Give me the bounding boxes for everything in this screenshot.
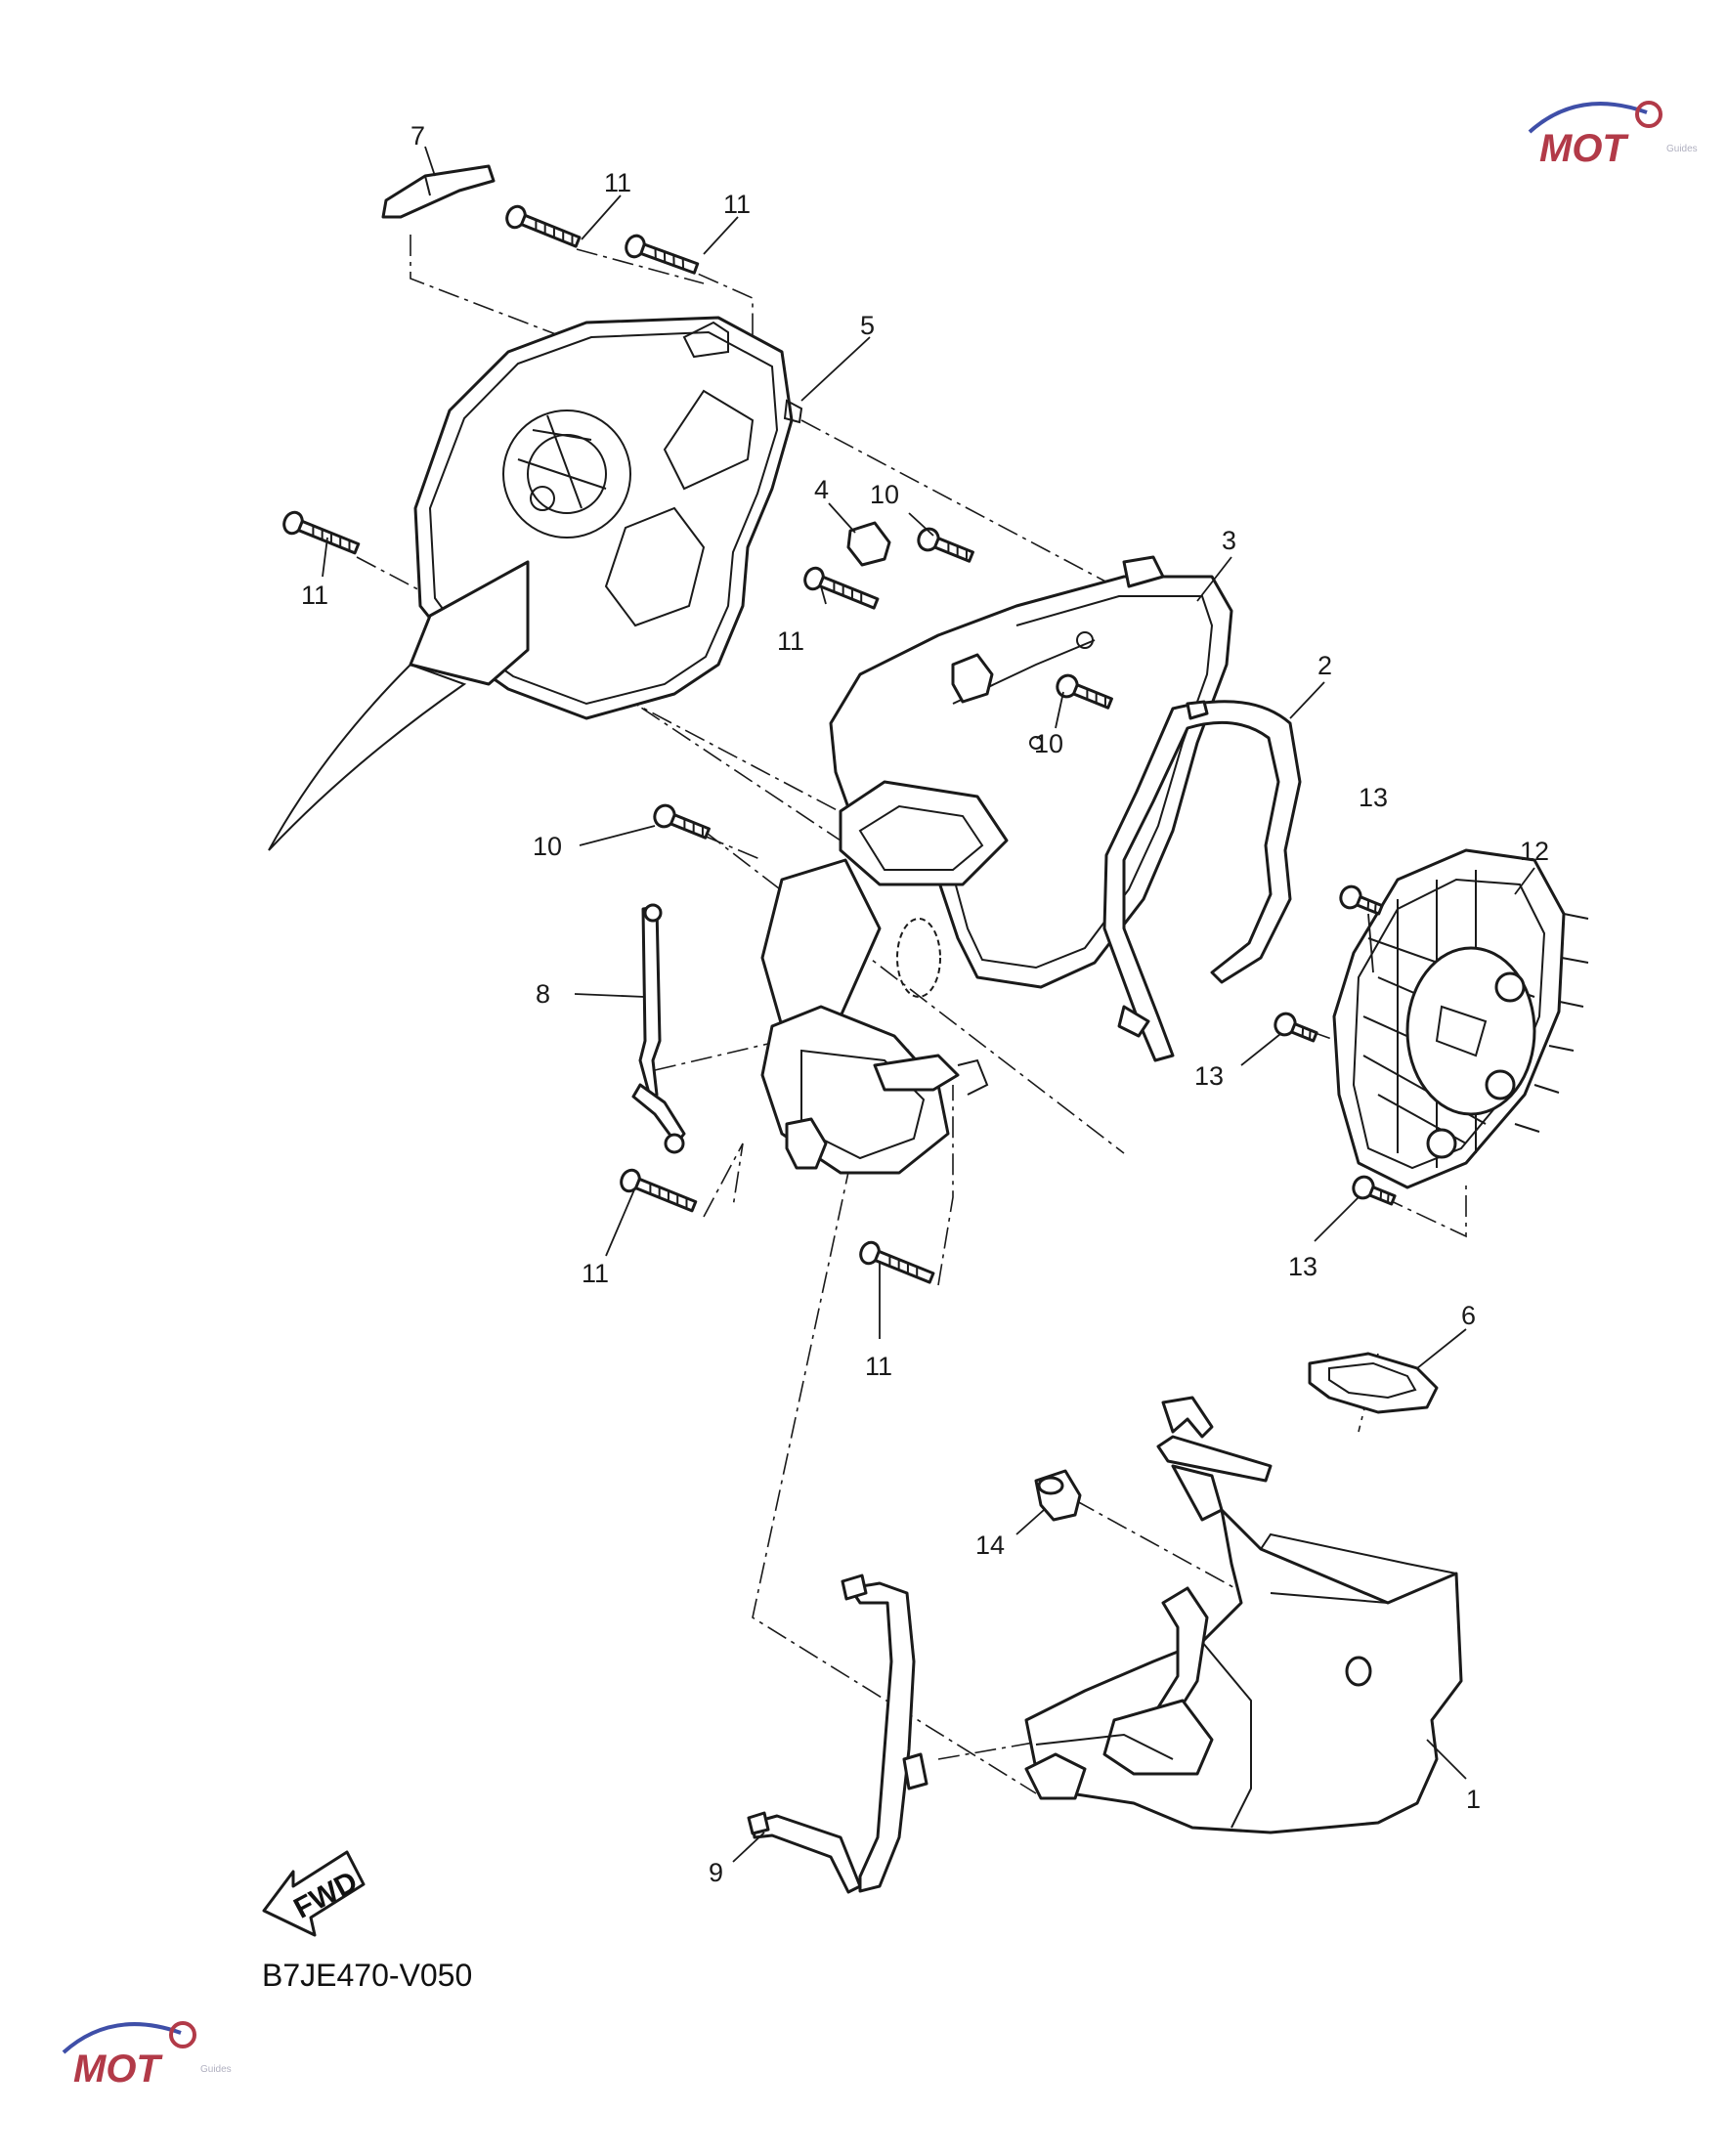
watermark-text: MOT xyxy=(73,2048,163,2091)
watermark-sub: Guides xyxy=(200,2064,232,2075)
part-6-gasket xyxy=(1308,1352,1439,1414)
part-5-fan-shroud xyxy=(268,316,803,851)
bolt-11-lower-left xyxy=(620,1168,698,1213)
part-4-block xyxy=(846,521,891,567)
part-2-hose xyxy=(1102,700,1302,1062)
callout-13-middle: 13 xyxy=(1194,1061,1224,1091)
bolt-11-center xyxy=(803,566,880,610)
watermark-text: MOT xyxy=(1539,127,1629,170)
bolt-13-bottom xyxy=(1352,1175,1397,1206)
bolt-10-top xyxy=(917,527,974,563)
bolt-10-middle xyxy=(1056,673,1113,710)
bolt-10-left xyxy=(653,803,711,840)
callout-10-left: 10 xyxy=(533,832,562,861)
callout-9: 9 xyxy=(709,1858,723,1887)
callout-11-lower-center: 11 xyxy=(865,1352,892,1381)
callout-10-top: 10 xyxy=(870,480,899,509)
callout-4: 4 xyxy=(814,475,829,504)
part-3-air-cover xyxy=(760,555,1233,1175)
callout-11-top-left: 11 xyxy=(604,168,631,197)
callout-10-middle: 10 xyxy=(1034,729,1063,758)
callout-1: 1 xyxy=(1466,1785,1481,1814)
callout-labels: 7 11 11 5 4 10 3 2 11 11 10 10 13 12 8 1… xyxy=(301,121,1549,1887)
callout-13-bottom: 13 xyxy=(1288,1252,1317,1281)
callout-11-top-right: 11 xyxy=(723,190,751,219)
callout-12: 12 xyxy=(1520,837,1549,866)
leader-lines xyxy=(322,146,1535,1863)
callout-11-lower-left: 11 xyxy=(582,1259,609,1288)
bolt-11-top-left xyxy=(505,204,582,248)
part-7-plate xyxy=(381,164,496,219)
fwd-arrow: FWD xyxy=(262,1850,366,1937)
callout-5: 5 xyxy=(860,311,875,340)
watermark-bottom-left: MOT Guides xyxy=(62,2021,232,2091)
callout-8: 8 xyxy=(536,979,550,1009)
bolt-11-top-right xyxy=(625,234,700,275)
bolt-11-lower-center xyxy=(859,1240,935,1284)
part-1-air-box xyxy=(1024,1396,1463,1834)
callout-6: 6 xyxy=(1461,1301,1476,1330)
part-14-grommet xyxy=(1034,1469,1082,1522)
callout-3: 3 xyxy=(1222,526,1236,555)
callout-11-left: 11 xyxy=(301,581,328,610)
part-9-breather-hose xyxy=(747,1574,928,1894)
bolt-13-middle xyxy=(1274,1012,1318,1043)
callout-2: 2 xyxy=(1317,651,1332,680)
watermark-sub: Guides xyxy=(1666,144,1698,154)
diagram-code: B7JE470-V050 xyxy=(262,1958,472,1993)
bolt-11-left xyxy=(282,510,361,555)
part-8-bracket-rod xyxy=(631,903,686,1154)
callout-14: 14 xyxy=(975,1531,1005,1560)
watermark-top-right: MOT Guides xyxy=(1528,101,1698,170)
bolt-13-top xyxy=(1339,884,1384,916)
part-12-cooling-fan xyxy=(1332,848,1589,1189)
callout-11-center: 11 xyxy=(777,626,804,656)
callout-13-top: 13 xyxy=(1359,783,1388,812)
callout-7: 7 xyxy=(410,121,425,151)
